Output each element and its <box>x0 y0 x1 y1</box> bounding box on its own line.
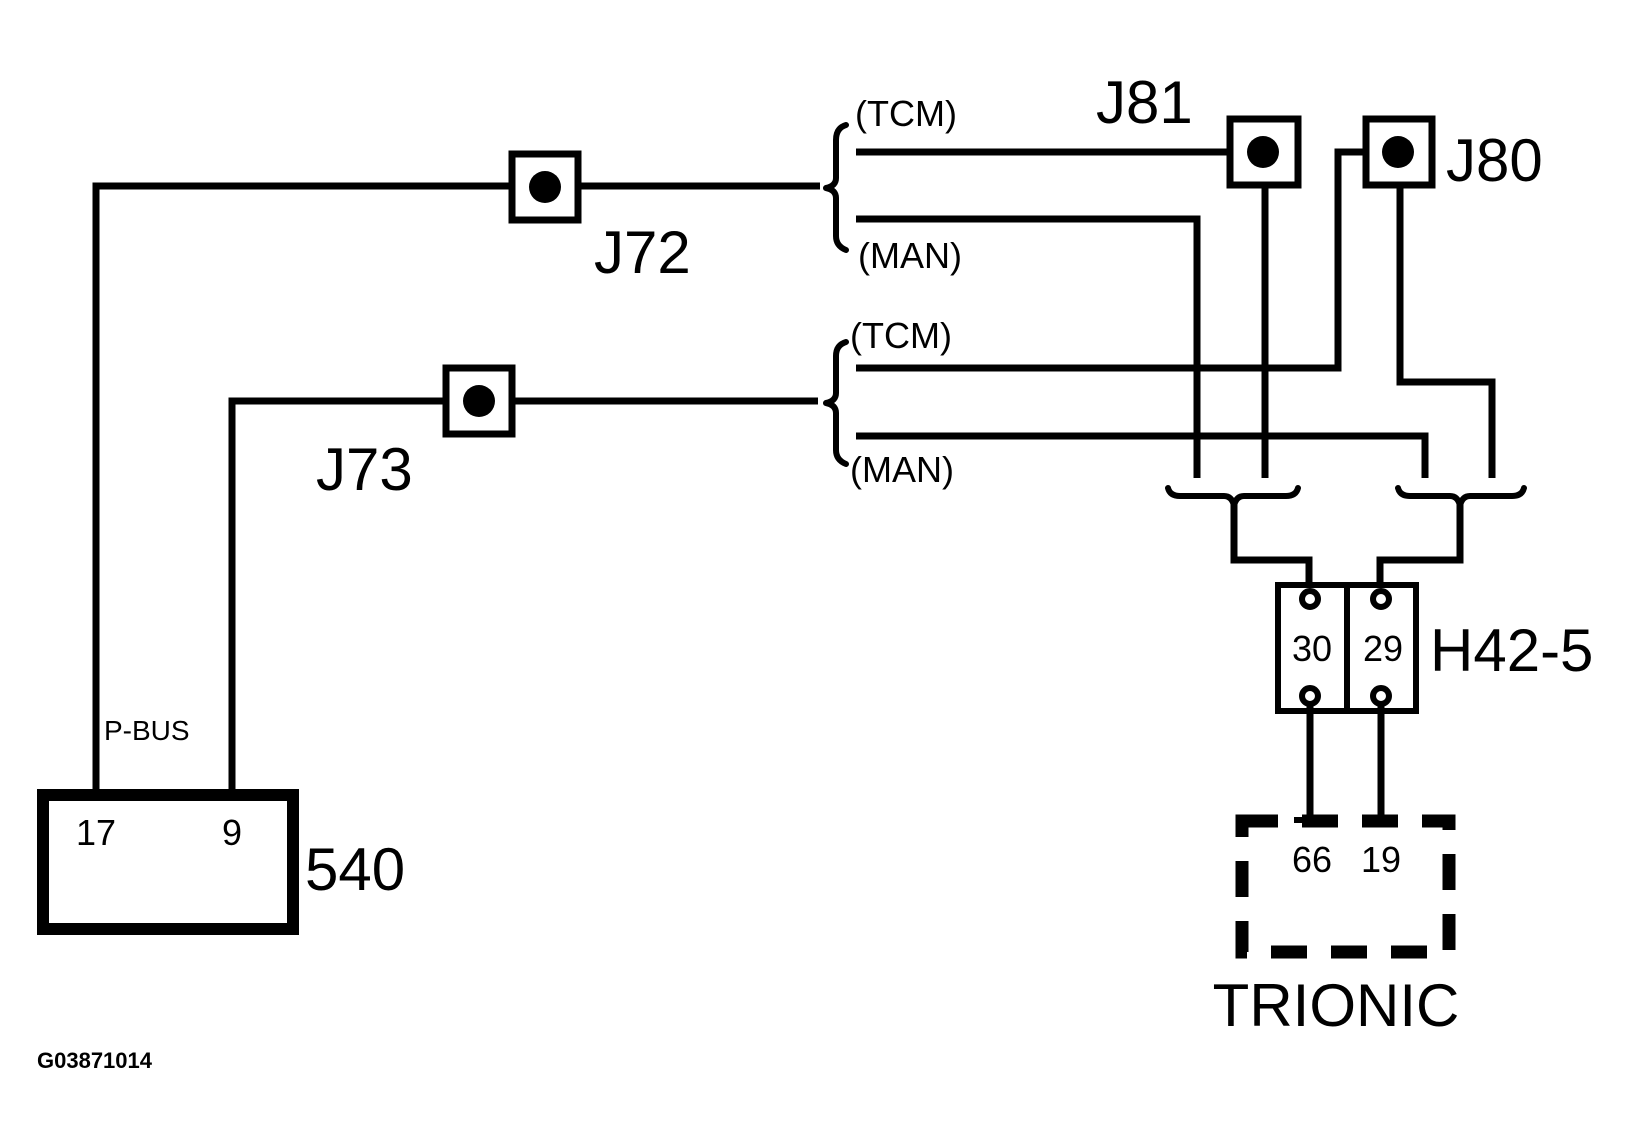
lower-branch-brace <box>823 339 849 467</box>
h42-label: H42-5 <box>1430 617 1593 684</box>
lower-man-wire <box>856 432 1429 478</box>
splice-j80 <box>1362 115 1436 189</box>
p-bus-label: P-BUS <box>104 715 190 746</box>
j80-drop-wire <box>1396 152 1496 478</box>
module-540-label: 540 <box>305 836 405 903</box>
left-merge-brace <box>1165 485 1301 509</box>
splice-j72 <box>508 150 582 224</box>
splice-j73 <box>442 364 516 438</box>
right-merge-brace <box>1395 485 1527 509</box>
module-540-box <box>37 789 299 935</box>
trionic-label: TRIONIC <box>1213 972 1460 1039</box>
splice-j81 <box>1226 115 1302 189</box>
trionic-pin-a: 66 <box>1292 839 1332 880</box>
module-540-pin-b: 9 <box>222 812 242 853</box>
left-merge-wire <box>1230 504 1313 590</box>
connector-h42-5 <box>1275 582 1419 714</box>
trionic-pin-b: 19 <box>1361 839 1401 880</box>
lower-tcm-label: (TCM) <box>850 315 952 356</box>
upper-tcm-label: (TCM) <box>855 93 957 134</box>
right-merge-wire <box>1376 504 1464 590</box>
j81-label: J81 <box>1096 69 1193 136</box>
upper-branch-brace <box>823 122 849 253</box>
j80-label: J80 <box>1446 127 1543 194</box>
h42-pin-right: 29 <box>1363 628 1403 669</box>
trionic-module-box <box>1235 814 1456 959</box>
module-540-pin-a: 17 <box>76 812 116 853</box>
wire-pin-17 <box>92 182 820 790</box>
upper-man-label: (MAN) <box>858 235 962 276</box>
j73-label: J73 <box>316 436 413 503</box>
j72-label: J72 <box>594 219 691 286</box>
upper-man-wire <box>856 215 1201 478</box>
diagram-id: G03871014 <box>37 1048 153 1073</box>
lower-man-label: (MAN) <box>850 449 954 490</box>
wire-pin-9 <box>228 397 818 790</box>
h42-pin-left: 30 <box>1292 628 1332 669</box>
